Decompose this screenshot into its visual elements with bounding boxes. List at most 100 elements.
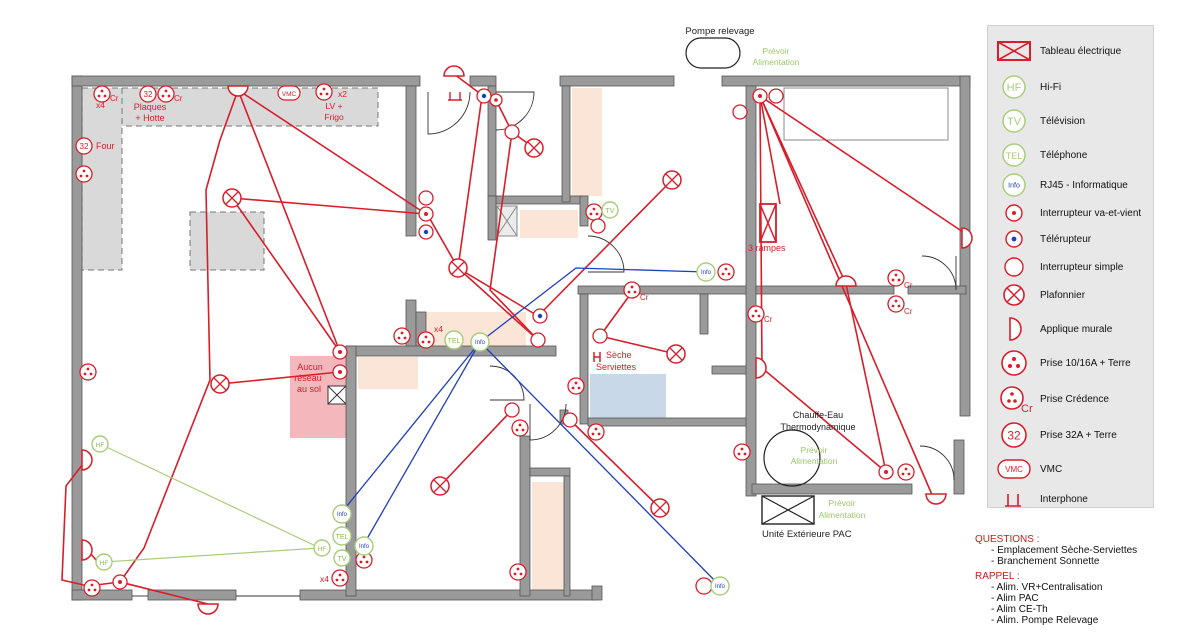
telerupteur-icon — [994, 224, 1034, 254]
au-sol-label: au sol — [297, 384, 321, 394]
prevoir-label: Prévoir — [829, 498, 856, 508]
audio-cables — [99, 443, 321, 563]
tel-outlet-label: TEL — [448, 338, 461, 345]
legend-row-plafonnier: Plafonnier — [988, 280, 1155, 310]
interrupteur-simple-icon — [994, 252, 1034, 282]
chauffe-eau-label: Chauffe-Eau — [793, 410, 843, 420]
legend-label: Prise Crédence — [1040, 393, 1109, 405]
legend-label: Téléphone — [1040, 149, 1088, 161]
legend-row-interrupteur-simple: Interrupteur simple — [988, 252, 1155, 282]
credence-label: Cr — [904, 281, 913, 290]
frigo-label: Frigo — [324, 112, 344, 122]
legend-label: Interrupteur va-et-vient — [1040, 207, 1142, 219]
legend-glyph: Cr — [1021, 403, 1033, 414]
tile-zone-d — [572, 88, 602, 196]
question-item: - Branchement Sonnette — [991, 556, 1100, 567]
legend-row-interphone: Interphone — [988, 484, 1155, 514]
legend-label: Télévision — [1040, 115, 1086, 127]
plafonnier-icon — [994, 280, 1034, 310]
info-outlet-label: Info — [359, 544, 370, 550]
legend-glyph: TV — [1007, 116, 1022, 128]
legend-glyph: HF — [1007, 82, 1022, 94]
shower-zone — [590, 374, 666, 418]
credence-label: Cr — [904, 307, 913, 316]
alimentation-label: Alimentation — [791, 456, 838, 466]
hf-outlet-label: HF — [96, 442, 105, 449]
tv-outlet-label: TV — [606, 208, 615, 215]
legend-row-applique: Applique murale — [988, 314, 1155, 344]
tile-zone-e — [532, 482, 564, 594]
x2-label: x2 — [338, 89, 347, 99]
info-outlet-label: Info — [701, 270, 712, 276]
tableau-electrique-icon — [994, 36, 1034, 66]
hf-outlet-label: HF — [318, 546, 327, 553]
x4-label: x4 — [320, 574, 329, 584]
simple-switches — [504, 88, 784, 428]
legend-row-prise: Prise 10/16A + Terre — [988, 348, 1155, 378]
rappel-title: RAPPEL : — [975, 571, 1020, 582]
prevoir-label: Prévoir — [801, 445, 828, 455]
sockets — [75, 83, 915, 597]
info-outlet-label: Info — [715, 584, 726, 590]
lighting-circuits — [61, 73, 973, 605]
unite-exterieure-label: Unité Extérieure PAC — [762, 529, 852, 540]
legend-row-tableau-electrique: Tableau électrique — [988, 36, 1155, 66]
rappel-item: - Alim CE-Th — [991, 604, 1048, 615]
credence-label: Cr — [174, 94, 183, 103]
reseau-label: réseau — [294, 373, 322, 383]
three-rampes-label: 3 rampes — [748, 243, 786, 253]
thermodynamique-label: Thermodynamique — [780, 422, 855, 432]
tv-outlet-label: TV — [338, 556, 347, 563]
legend-label: Tableau électrique — [1040, 45, 1122, 57]
comm-outlets — [91, 201, 730, 596]
prise-32a-icon: 32 — [994, 420, 1034, 450]
legend-glyph: 32 — [1007, 429, 1021, 443]
vmc-label: VMC — [282, 91, 297, 98]
hifi-icon: HF — [994, 72, 1034, 102]
legend-label: Interrupteur simple — [1040, 261, 1124, 273]
va-et-vient-icon — [994, 198, 1034, 228]
legend-label: VMC — [1040, 463, 1063, 475]
socket-dots — [79, 87, 911, 592]
rappel-item: - Alim. VR+Centralisation — [991, 582, 1103, 593]
hotte-label: + Hotte — [135, 113, 164, 123]
rappel-item: - Alim PAC — [991, 593, 1039, 604]
credence-label: Cr — [764, 315, 773, 324]
rappel-item: - Alim. Pompe Relevage — [991, 615, 1099, 626]
television-icon: TV — [994, 106, 1034, 136]
tile-zone-c — [520, 210, 578, 238]
floor-plan: 32 32 VMC — [61, 26, 973, 615]
questions-title: QUESTIONS : — [975, 534, 1040, 545]
legend-label: Prise 10/16A + Terre — [1040, 357, 1131, 369]
legend-row-va-et-vient: Interrupteur va-et-vient — [988, 198, 1155, 228]
info-outlet-label: Info — [337, 512, 348, 518]
towel-dryer-symbol — [593, 352, 601, 362]
legend-label: Applique murale — [1040, 323, 1113, 335]
legend-row-vmc: VMC VMC — [988, 454, 1155, 484]
x4-label: x4 — [96, 100, 105, 110]
bed-outline — [783, 87, 949, 141]
serviettes-label: Serviettes — [596, 362, 637, 372]
prise-credence-icon: Cr — [994, 384, 1034, 414]
hf-outlet-label: HF — [100, 560, 109, 567]
alimentation-label: Alimentation — [753, 57, 800, 67]
vmc-icon: VMC — [994, 454, 1034, 484]
credence-label: Cr — [640, 293, 649, 302]
wall-lights — [81, 65, 973, 615]
plaques-label: Plaques — [134, 102, 167, 112]
pompe-relevage-symbol — [685, 37, 741, 69]
pompe-relevage-label: Pompe relevage — [685, 26, 754, 37]
tile-zone-a — [358, 357, 418, 389]
kitchen-island — [189, 211, 265, 271]
legend-glyph: Info — [1008, 183, 1020, 190]
interphone-icon — [994, 484, 1034, 514]
legend-row-prise-credence: Cr Prise Crédence — [988, 384, 1155, 414]
tableau-electrique-symbol — [759, 203, 777, 243]
info-outlet-label: Info — [475, 340, 486, 346]
tel-outlet-label: TEL — [336, 534, 349, 541]
